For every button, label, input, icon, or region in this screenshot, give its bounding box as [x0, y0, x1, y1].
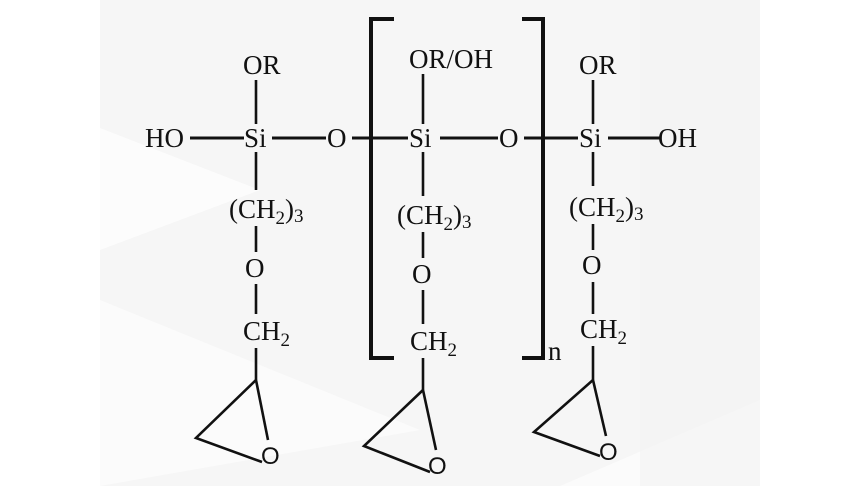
svg-text:CH2: CH2 [243, 316, 290, 351]
bridge-o-right: O [499, 123, 519, 153]
epoxide-o-left: O [261, 443, 280, 470]
terminal-ho-label: HO [145, 123, 184, 153]
svg-text:O: O [412, 259, 432, 289]
watermark-background [100, 0, 760, 486]
svg-text:O: O [582, 250, 602, 280]
epoxide-o-right: O [599, 439, 618, 466]
si-atom-right: Si [579, 123, 602, 153]
svg-text:CH2: CH2 [580, 314, 627, 349]
bridge-o-left: O [327, 123, 347, 153]
svg-text:CH2: CH2 [410, 326, 457, 361]
svg-text:(CH2)3: (CH2)3 [229, 194, 304, 229]
epoxide-o-repeat: O [428, 453, 447, 480]
side-chain-left: (CH2)3 O CH2 O [193, 152, 304, 470]
si-atom-left: Si [244, 123, 267, 153]
svg-text:(CH2)3: (CH2)3 [397, 200, 472, 235]
top-group-repeat: OR/OH [409, 44, 493, 74]
si-atom-repeat: Si [409, 123, 432, 153]
terminal-oh-label: OH [658, 123, 697, 153]
svg-text:(CH2)3: (CH2)3 [569, 192, 644, 227]
repeat-bracket-right [522, 17, 545, 360]
repeat-count-n: n [548, 336, 562, 366]
repeat-bracket-left [369, 17, 394, 360]
top-group-right: OR [579, 50, 617, 80]
side-chain-repeat: (CH2)3 O CH2 O [361, 152, 472, 480]
top-group-left: OR [243, 50, 281, 80]
side-chain-right: (CH2)3 O CH2 O [531, 152, 644, 466]
svg-text:O: O [245, 253, 265, 283]
